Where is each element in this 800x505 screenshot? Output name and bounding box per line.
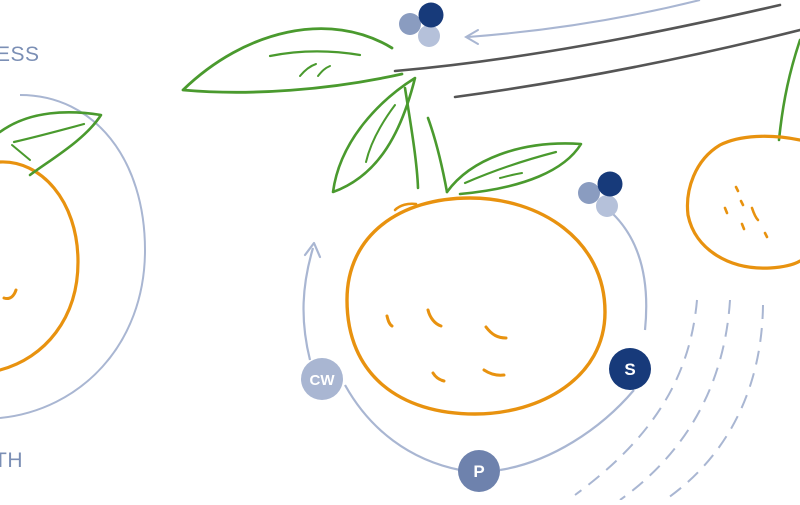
badge-cw-label: CW <box>310 372 336 389</box>
cycle-ring <box>302 247 315 361</box>
left-scene: ESS TH <box>0 43 147 472</box>
left-orange-mark <box>2 288 18 300</box>
right-orange-fruit <box>685 134 800 270</box>
badge-cw: CW <box>301 358 343 400</box>
left-orange-fruit <box>0 160 80 372</box>
leaf-icon <box>331 76 417 194</box>
edge-label-top-left: ESS <box>0 43 40 66</box>
central-scene: S P CW <box>301 142 651 492</box>
leaf-icon <box>0 111 103 177</box>
fruit-icon <box>385 308 508 383</box>
leaf-icon <box>445 142 583 196</box>
leaf-icon <box>181 27 404 94</box>
dashed-flow <box>574 299 764 501</box>
edge-label-bottom-left: TH <box>0 449 23 472</box>
cycle-ring <box>344 384 461 472</box>
cycle-arrow-icon <box>303 241 322 259</box>
molecule-icon <box>399 2 444 47</box>
flow-lines <box>393 0 800 99</box>
badge-s: S <box>609 348 651 390</box>
cycle-ring <box>611 212 648 331</box>
flow-arrow-icon <box>464 29 479 45</box>
badge-p: P <box>458 450 500 492</box>
molecule-icon <box>578 171 623 217</box>
right-scene <box>574 38 800 501</box>
badge-p-label: P <box>473 462 484 481</box>
cycle-ring <box>499 389 635 472</box>
central-orange-fruit <box>345 196 607 416</box>
fruit-icon <box>723 185 769 239</box>
badge-s-label: S <box>624 360 635 379</box>
branch-leaves <box>181 27 449 194</box>
